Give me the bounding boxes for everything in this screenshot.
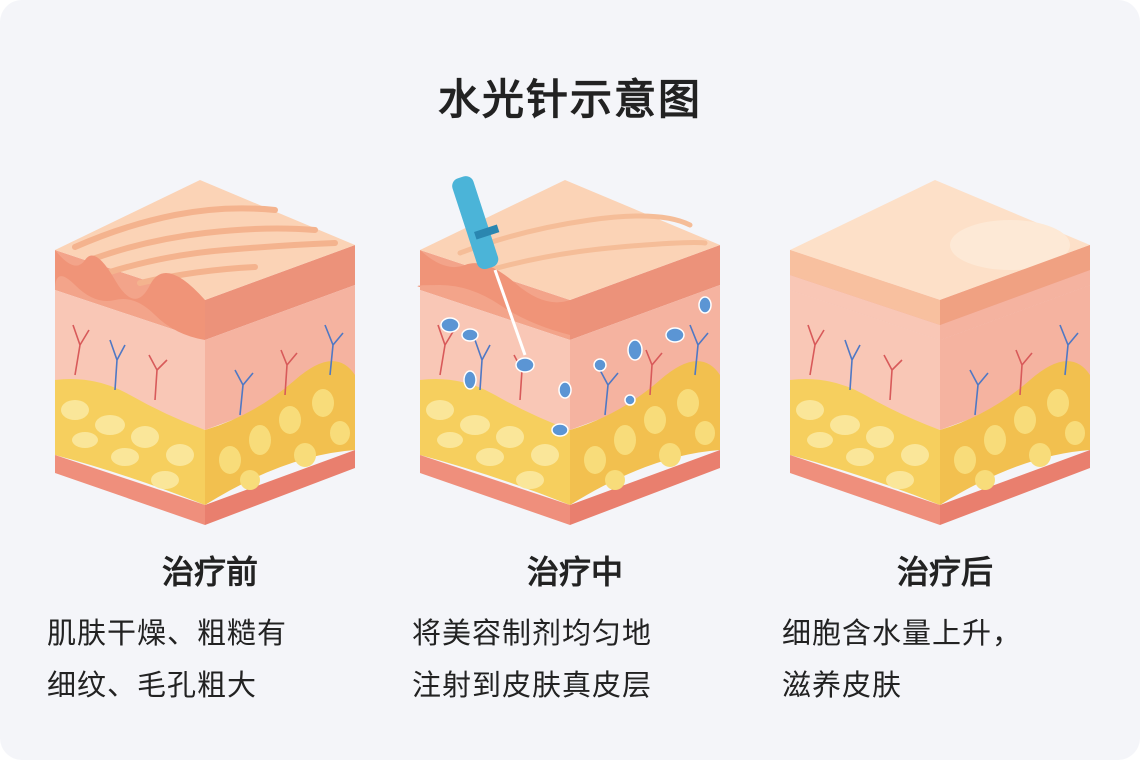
- water-droplets: [440, 296, 712, 437]
- description-line: 滋养皮肤: [782, 668, 903, 702]
- skin-cube-before: [55, 180, 365, 535]
- panel-description: 肌肤干燥、粗糙有 细纹、毛孔粗大: [47, 607, 387, 711]
- panel-label: 治疗中: [526, 553, 623, 591]
- skin-cube-during: [417, 176, 730, 535]
- description-line: 肌肤干燥、粗糙有: [47, 616, 288, 650]
- panel-label: 治疗前: [161, 553, 258, 591]
- description-line: 细胞含水量上升，: [782, 616, 1023, 650]
- description-line: 将美容制剂均匀地: [412, 616, 653, 650]
- syringe-icon: [452, 176, 527, 356]
- panel-description: 细胞含水量上升， 滋养皮肤: [782, 607, 1122, 711]
- description-line: 注射到皮肤真皮层: [412, 668, 653, 702]
- panel-label: 治疗后: [896, 553, 993, 591]
- skin-cube-after: [790, 180, 1100, 535]
- panel-description: 将美容制剂均匀地 注射到皮肤真皮层: [412, 607, 752, 711]
- description-line: 细纹、毛孔粗大: [47, 668, 258, 702]
- page-title: 水光针示意图: [437, 75, 702, 124]
